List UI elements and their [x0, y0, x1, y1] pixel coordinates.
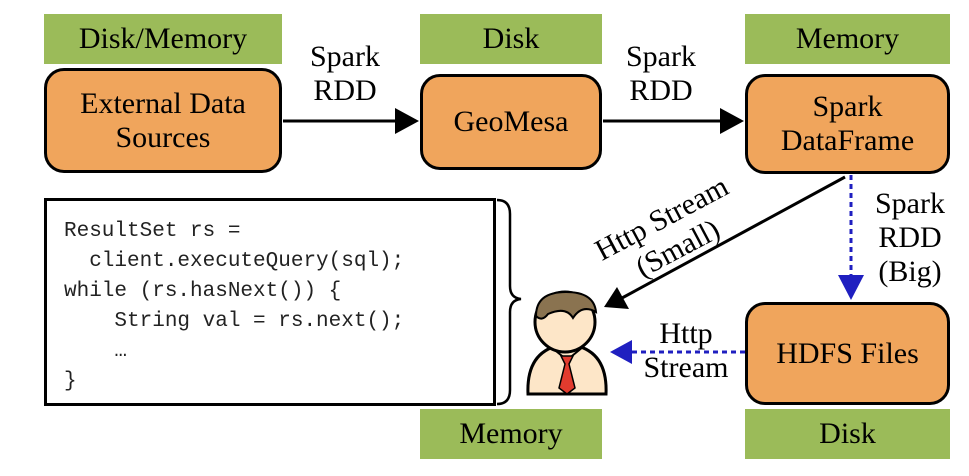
storage-tag-external: Disk/Memory	[44, 14, 282, 64]
edge-label-line: Http	[659, 317, 713, 350]
storage-tag-hdfs: Disk	[745, 409, 950, 459]
node-dataframe-label-line2: DataFrame	[780, 124, 915, 157]
edge-label-line: RDD	[878, 221, 942, 254]
code-line: }	[64, 370, 77, 393]
edge-label-line: Spark	[310, 40, 380, 73]
code-brace	[496, 198, 522, 406]
edge-label-geomesa-dataframe: Spark RDD	[611, 40, 711, 108]
edge-label-external-geomesa: Spark RDD	[295, 40, 395, 108]
edge-label-line: (Big)	[878, 255, 942, 288]
user-icon	[526, 290, 608, 396]
code-line: ResultSet rs =	[64, 220, 241, 243]
edge-label-hdfs-client: Http Stream	[636, 317, 736, 385]
arrow-geomesa-to-dataframe	[603, 108, 744, 134]
edge-label-dataframe-hdfs: Spark RDD (Big)	[860, 187, 960, 289]
node-geomesa: GeoMesa	[420, 74, 602, 170]
node-spark-dataframe: Spark DataFrame	[745, 74, 950, 174]
arrow-dataframe-to-hdfs	[838, 175, 864, 300]
edge-label-line: Stream	[643, 351, 729, 384]
arrow-dataframe-to-client	[604, 175, 846, 309]
edge-label-line: Spark	[875, 187, 945, 220]
arrow-external-to-geomesa	[283, 108, 419, 134]
code-line: client.executeQuery(sql);	[64, 250, 405, 273]
storage-tag-geomesa: Disk	[420, 14, 602, 64]
edge-label-line: RDD	[313, 74, 377, 107]
code-line: …	[64, 340, 128, 363]
node-external-label-line1: External Data	[80, 86, 246, 120]
node-hdfs-label: HDFS Files	[776, 336, 919, 370]
storage-tag-dataframe: Memory	[745, 14, 950, 64]
code-line: String val = rs.next();	[64, 310, 405, 333]
code-snippet: ResultSet rs = client.executeQuery(sql);…	[44, 198, 496, 406]
edge-label-line: RDD	[629, 74, 693, 107]
node-geomesa-label: GeoMesa	[453, 105, 569, 138]
node-dataframe-label-line1: Spark	[812, 90, 883, 123]
node-hdfs-files: HDFS Files	[745, 302, 950, 405]
node-external-label-line2: Sources	[115, 120, 211, 154]
node-external-data-sources: External Data Sources	[44, 68, 282, 173]
edge-label-line: Spark	[626, 40, 696, 73]
storage-tag-client: Memory	[420, 409, 602, 459]
code-line: while (rs.hasNext()) {	[64, 280, 342, 303]
arrow-hdfs-to-client	[610, 340, 745, 364]
